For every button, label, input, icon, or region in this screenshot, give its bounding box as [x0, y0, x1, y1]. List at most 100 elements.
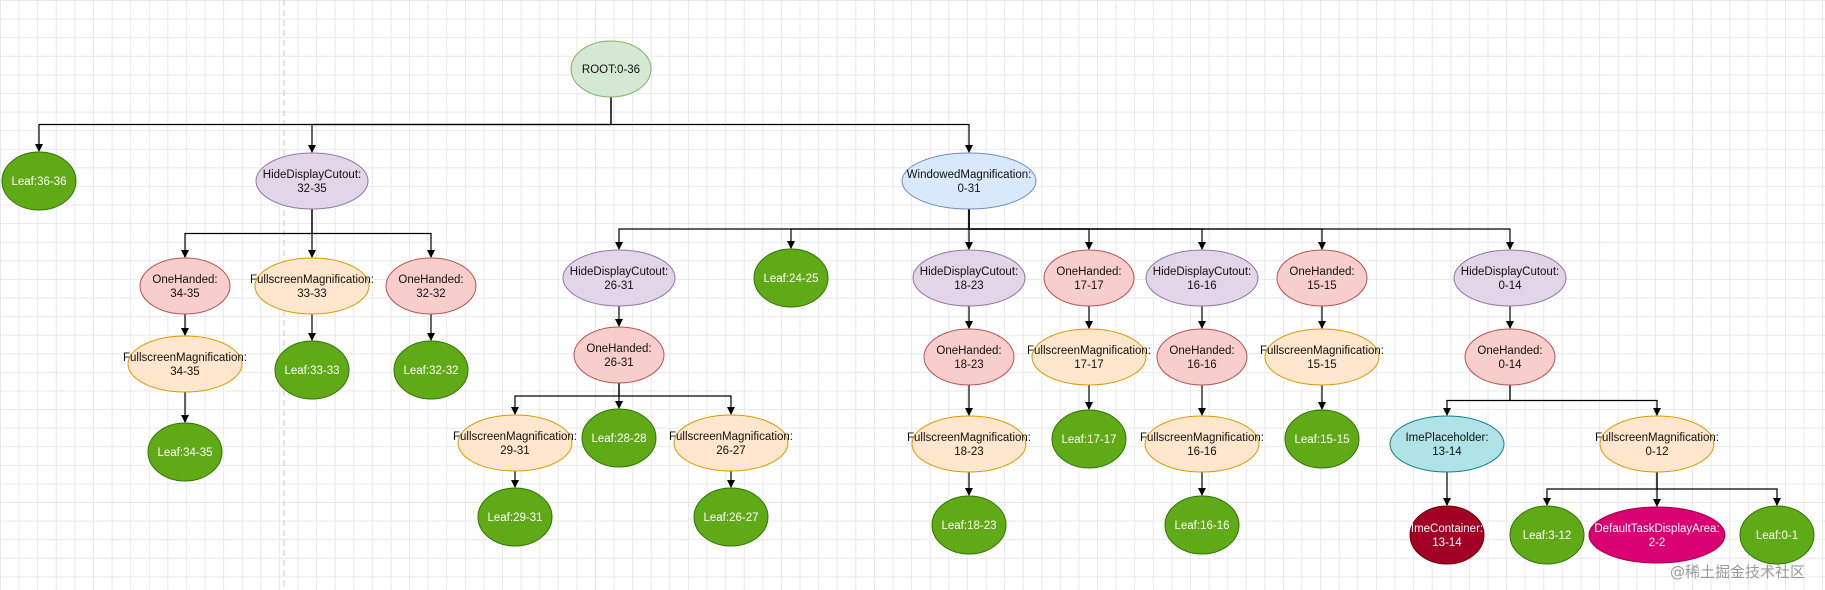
node-hdc_26_31[interactable]: HideDisplayCutout:26-31 [562, 249, 676, 307]
node-layer: ROOT:0-36Leaf:36-36HideDisplayCutout:32-… [1, 40, 1815, 565]
node-label: 15-15 [1307, 280, 1336, 292]
node-fsm_17_17[interactable]: FullscreenMagnification:17-17 [1027, 328, 1151, 386]
node-tda_2_2[interactable]: DefaultTaskDisplayArea: 2-2 [1588, 506, 1726, 564]
node-imec_13_14[interactable]: ImeContainer:13-14 [1409, 505, 1485, 565]
node-fsm_29_31[interactable]: FullscreenMagnification:29-31 [453, 414, 577, 472]
node-shape [912, 249, 1026, 307]
edge-root-to-wm_0_31 [610, 97, 973, 153]
node-shape [1599, 415, 1715, 473]
node-label: 26-31 [604, 357, 633, 369]
node-label: OneHanded: [152, 274, 217, 286]
node-leaf_34_35[interactable]: Leaf:34-35 [147, 422, 223, 482]
node-label: FullscreenMagnification: [250, 274, 374, 286]
node-leaf_17_17[interactable]: Leaf:17-17 [1051, 409, 1127, 469]
node-leaf_24_25[interactable]: Leaf:24-25 [753, 248, 829, 308]
node-label: FullscreenMagnification: [1140, 432, 1264, 444]
node-oh_15_15[interactable]: OneHanded:15-15 [1276, 249, 1368, 307]
node-label: 0-12 [1645, 446, 1668, 458]
node-label: OneHanded: [1169, 345, 1234, 357]
node-shape [127, 335, 243, 393]
node-label: 18-23 [954, 359, 983, 371]
edge-layer [35, 97, 1781, 507]
node-oh_17_17[interactable]: OneHanded:17-17 [1043, 249, 1135, 307]
node-label: 13-14 [1432, 446, 1462, 458]
node-fsm_34_35[interactable]: FullscreenMagnification:34-35 [123, 335, 247, 393]
node-shape [562, 249, 676, 307]
node-shape [753, 248, 829, 308]
node-label: 16-16 [1187, 280, 1216, 292]
node-fsm_0_12[interactable]: FullscreenMagnification:0-12 [1595, 415, 1719, 473]
node-leaf_33_33[interactable]: Leaf:33-33 [274, 340, 350, 400]
node-hdc_32_35[interactable]: HideDisplayCutout:32-35 [255, 152, 369, 210]
node-oh_34_35[interactable]: OneHanded: 34-35 [139, 257, 231, 315]
node-oh_26_31[interactable]: OneHanded:26-31 [573, 326, 665, 384]
node-label: 33-33 [297, 288, 326, 300]
node-label: HideDisplayCutout: [1461, 266, 1559, 278]
node-leaf_18_23[interactable]: Leaf:18-23 [931, 495, 1007, 555]
node-fsm_26_27[interactable]: FullscreenMagnification:26-27 [669, 414, 793, 472]
node-label: Leaf:32-32 [404, 365, 459, 377]
node-label: Leaf:3-12 [1523, 530, 1572, 542]
node-shape [393, 340, 469, 400]
node-wm_0_31[interactable]: WindowedMagnification:0-31 [901, 152, 1037, 210]
node-label: OneHanded: [398, 274, 463, 286]
node-leaf_16_16[interactable]: Leaf:16-16 [1164, 495, 1240, 555]
node-shape [1043, 249, 1135, 307]
node-label: HideDisplayCutout: [263, 169, 361, 181]
node-shape [147, 422, 223, 482]
node-leaf_26_27[interactable]: Leaf:26-27 [693, 487, 769, 547]
edge-wm_0_31-to-leaf_24_25 [787, 209, 970, 249]
node-oh_32_32[interactable]: OneHanded: 32-32 [385, 257, 477, 315]
edge-oh_26_31-to-fsm_26_27 [618, 383, 735, 415]
node-label: DefaultTaskDisplayArea: [1594, 523, 1719, 535]
node-label: OneHanded: [1056, 266, 1121, 278]
node-shape [1276, 249, 1368, 307]
node-hdc_18_23[interactable]: HideDisplayCutout:18-23 [912, 249, 1026, 307]
node-oh_0_14[interactable]: OneHanded: 0-14 [1464, 328, 1556, 386]
node-shape [1051, 409, 1127, 469]
node-fsm_16_16[interactable]: FullscreenMagnification:16-16 [1140, 415, 1264, 473]
node-root[interactable]: ROOT:0-36 [570, 40, 652, 98]
node-label: FullscreenMagnification: [1027, 345, 1151, 357]
node-fsm_15_15[interactable]: FullscreenMagnification:15-15 [1260, 328, 1384, 386]
node-leaf_29_31[interactable]: Leaf:29-31 [477, 487, 553, 547]
node-oh_16_16[interactable]: OneHanded: 16-16 [1156, 328, 1248, 386]
edge-wm_0_31-to-hdc_0_14 [968, 209, 1514, 250]
node-shape [573, 326, 665, 384]
node-leaf_15_15[interactable]: Leaf:15-15 [1284, 409, 1360, 469]
node-fsm_18_23[interactable]: FullscreenMagnification:18-23 [907, 415, 1031, 473]
node-label: OneHanded: [1477, 345, 1542, 357]
node-label: 2-2 [1649, 537, 1666, 549]
node-label: FullscreenMagnification: [669, 431, 793, 443]
node-shape [581, 408, 657, 468]
edge-fsm_0_12-to-leaf_3_12 [1543, 472, 1658, 506]
node-label: 16-16 [1187, 359, 1216, 371]
node-leaf_36_36[interactable]: Leaf:36-36 [1, 151, 77, 211]
node-shape [477, 487, 553, 547]
node-label: HideDisplayCutout: [570, 266, 668, 278]
edge-oh_0_14-to-ime_13_14 [1443, 385, 1511, 416]
watermark: @稀土掘金技术社区 [1669, 563, 1805, 581]
node-label: Leaf:15-15 [1295, 434, 1350, 446]
node-shape [1145, 249, 1259, 307]
node-shape [1409, 505, 1485, 565]
node-hdc_0_14[interactable]: HideDisplayCutout:0-14 [1453, 249, 1567, 307]
node-ime_13_14[interactable]: ImePlaceholder:13-14 [1389, 415, 1505, 473]
node-oh_18_23[interactable]: OneHanded:18-23 [923, 328, 1015, 386]
node-hdc_16_16[interactable]: HideDisplayCutout:16-16 [1145, 249, 1259, 307]
node-label: 18-23 [954, 280, 983, 292]
node-shape [901, 152, 1037, 210]
node-label: 34-35 [170, 288, 199, 300]
node-label: 32-32 [416, 288, 445, 300]
node-label: ROOT:0-36 [582, 64, 640, 76]
node-leaf_0_1[interactable]: Leaf:0-1 [1739, 505, 1815, 565]
node-leaf_3_12[interactable]: Leaf:3-12 [1509, 505, 1585, 565]
node-fsm_33_33[interactable]: FullscreenMagnification: 33-33 [250, 257, 374, 315]
node-shape [931, 495, 1007, 555]
node-leaf_28_28[interactable]: Leaf:28-28 [581, 408, 657, 468]
node-shape [1264, 328, 1380, 386]
node-label: 0-14 [1498, 359, 1522, 371]
node-label: FullscreenMagnification: [1260, 345, 1384, 357]
node-leaf_32_32[interactable]: Leaf:32-32 [393, 340, 469, 400]
node-label: Leaf:28-28 [592, 433, 647, 445]
